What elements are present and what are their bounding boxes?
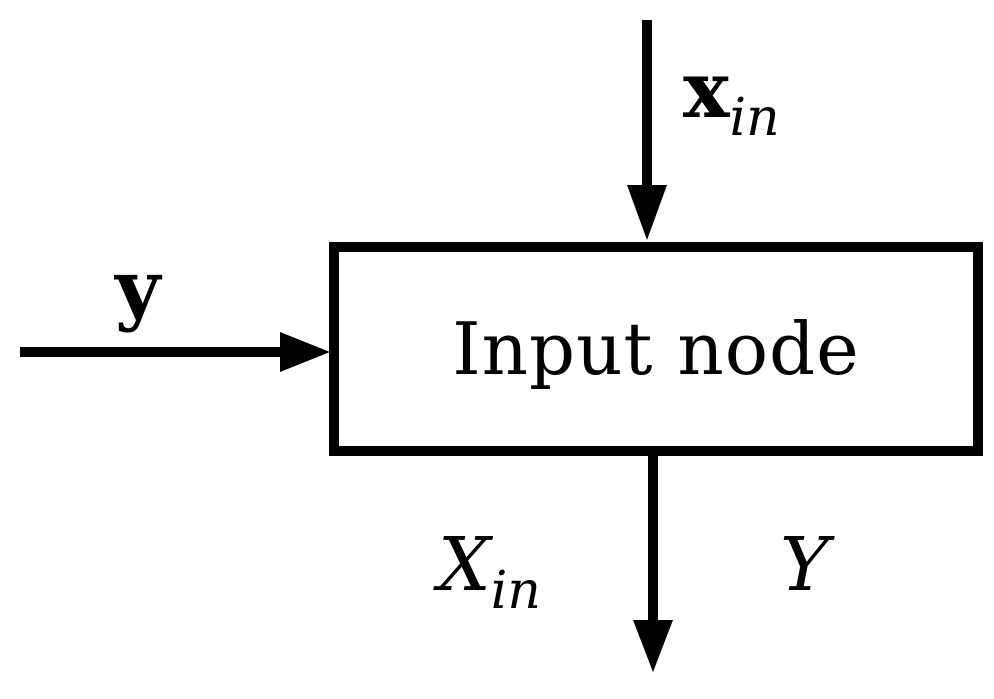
output-label-y: Y bbox=[780, 528, 829, 602]
output-label-y-base: Y bbox=[780, 522, 829, 608]
left-input-label: y bbox=[115, 250, 160, 328]
output-label-x-in-base: X bbox=[438, 522, 491, 608]
top-input-arrowhead bbox=[627, 185, 667, 240]
left-input-arrowhead bbox=[280, 332, 330, 372]
left-input-arrow bbox=[20, 332, 330, 372]
output-label-x-in: Xin bbox=[438, 528, 541, 617]
top-input-arrow bbox=[627, 20, 667, 240]
output-label-x-in-subscript: in bbox=[490, 561, 541, 621]
bottom-output-arrowhead bbox=[633, 620, 673, 672]
input-node-label: Input node bbox=[452, 307, 860, 391]
left-input-label-base: y bbox=[115, 243, 161, 334]
top-input-label-subscript: in bbox=[729, 88, 780, 148]
top-input-label-base: x bbox=[683, 45, 730, 136]
top-input-label: xin bbox=[683, 52, 780, 145]
bottom-output-arrow bbox=[633, 454, 673, 672]
input-node-box: Input node bbox=[329, 242, 983, 456]
